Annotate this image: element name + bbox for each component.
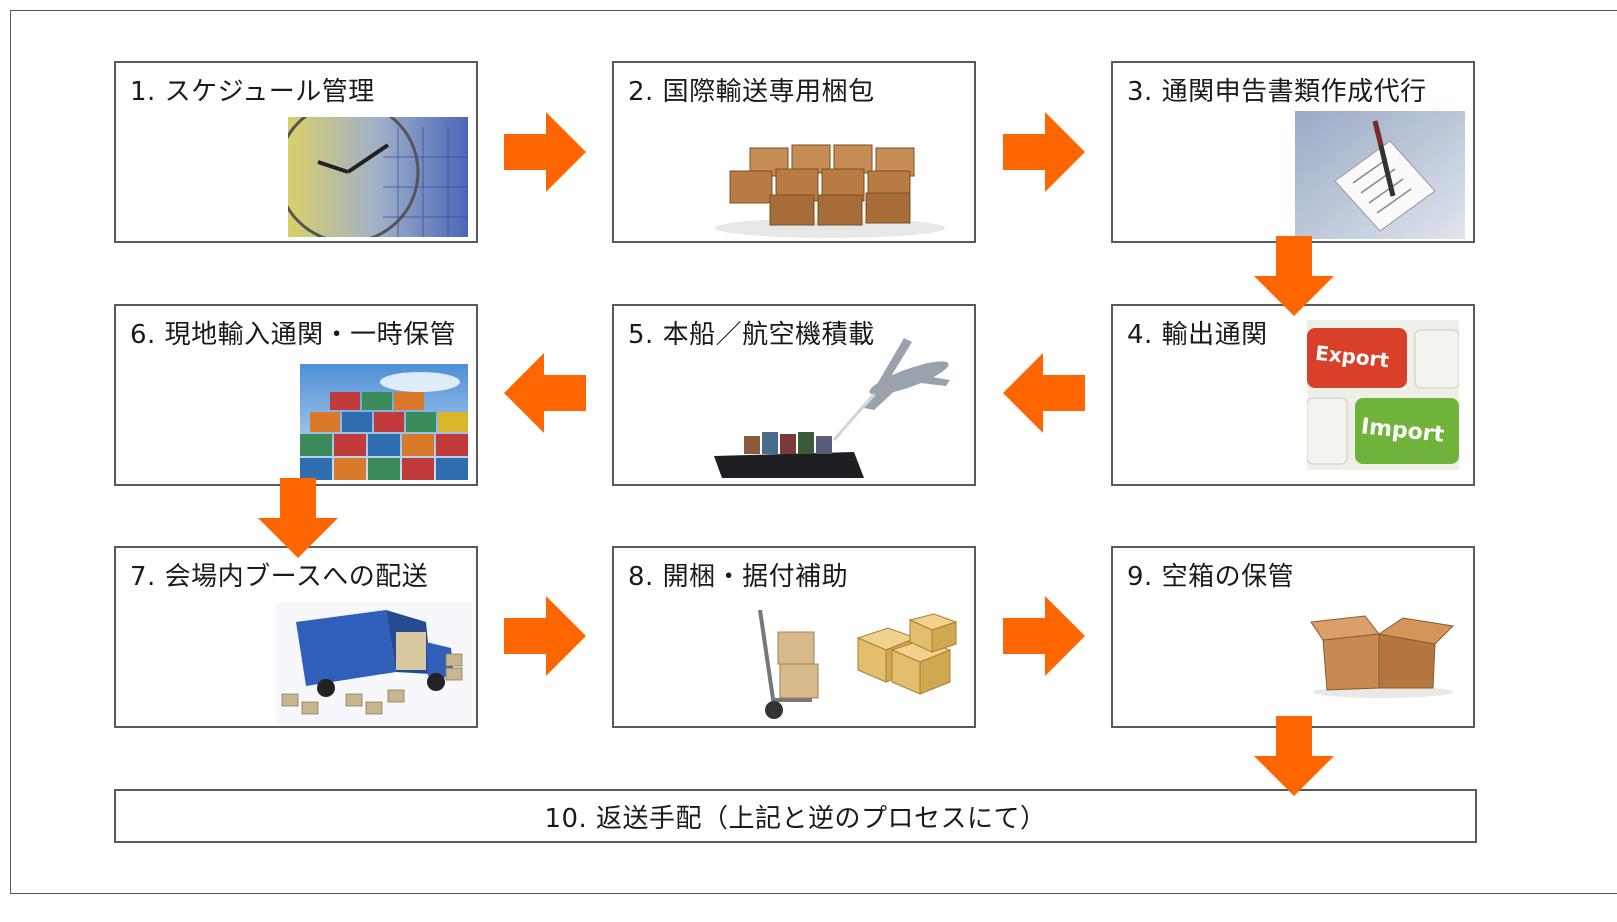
arrow-down-3: [1254, 716, 1334, 796]
step-5-label: 5. 本船／航空機積載: [628, 320, 875, 350]
step-2-box: 2. 国際輸送専用梱包: [612, 61, 976, 243]
step-3-label: 3. 通関申告書類作成代行: [1127, 77, 1427, 107]
export-import-keyboard-icon: Export Import: [1307, 320, 1459, 470]
step-9-box: 9. 空箱の保管: [1111, 546, 1475, 728]
cardboard-boxes-icon: [715, 144, 945, 238]
handcart-boxes-icon: [758, 610, 958, 719]
ship-airplane-icon: [714, 338, 950, 478]
delivery-truck-icon: [276, 602, 472, 724]
empty-box-icon: [1310, 615, 1455, 698]
step-8-box: 8. 開梱・据付補助: [612, 546, 976, 728]
arrow-left-2: [504, 353, 586, 433]
step-7-label: 7. 会場内ブースへの配送: [130, 562, 429, 592]
step-10-box: 10. 返送手配（上記と逆のプロセスにて）: [114, 789, 1477, 843]
step-4-box: 4. 輸出通関 Export Import: [1111, 304, 1475, 486]
step-1-label: 1. スケジュール管理: [130, 77, 375, 107]
step-8-label: 8. 開梱・据付補助: [628, 562, 849, 592]
diagram-frame: [10, 10, 1617, 894]
clock-calendar-icon: [288, 117, 468, 237]
step-10-label: 10. 返送手配（上記と逆のプロセスにて）: [544, 803, 1047, 834]
arrow-down-2: [258, 478, 338, 558]
step-2-label: 2. 国際輸送専用梱包: [628, 77, 875, 107]
step-9-label: 9. 空箱の保管: [1127, 562, 1295, 592]
arrow-right-1: [504, 112, 586, 192]
arrow-right-3: [504, 596, 586, 676]
arrow-left-1: [1003, 353, 1085, 433]
step-4-label: 4. 輸出通関: [1127, 320, 1268, 350]
step-7-box: 7. 会場内ブースへの配送: [114, 546, 478, 728]
step-1-box: 1. スケジュール管理: [114, 61, 478, 243]
arrow-right-2: [1003, 112, 1085, 192]
arrow-right-4: [1003, 596, 1085, 676]
step-6-box: 6. 現地輸入通関・一時保管: [114, 304, 478, 486]
step-3-box: 3. 通関申告書類作成代行: [1111, 61, 1475, 243]
step-5-box: 5. 本船／航空機積載: [612, 304, 976, 486]
arrow-down-1: [1254, 236, 1334, 316]
document-pen-icon: [1295, 111, 1465, 239]
shipping-containers-icon: [300, 364, 468, 480]
step-6-label: 6. 現地輸入通関・一時保管: [130, 320, 457, 350]
